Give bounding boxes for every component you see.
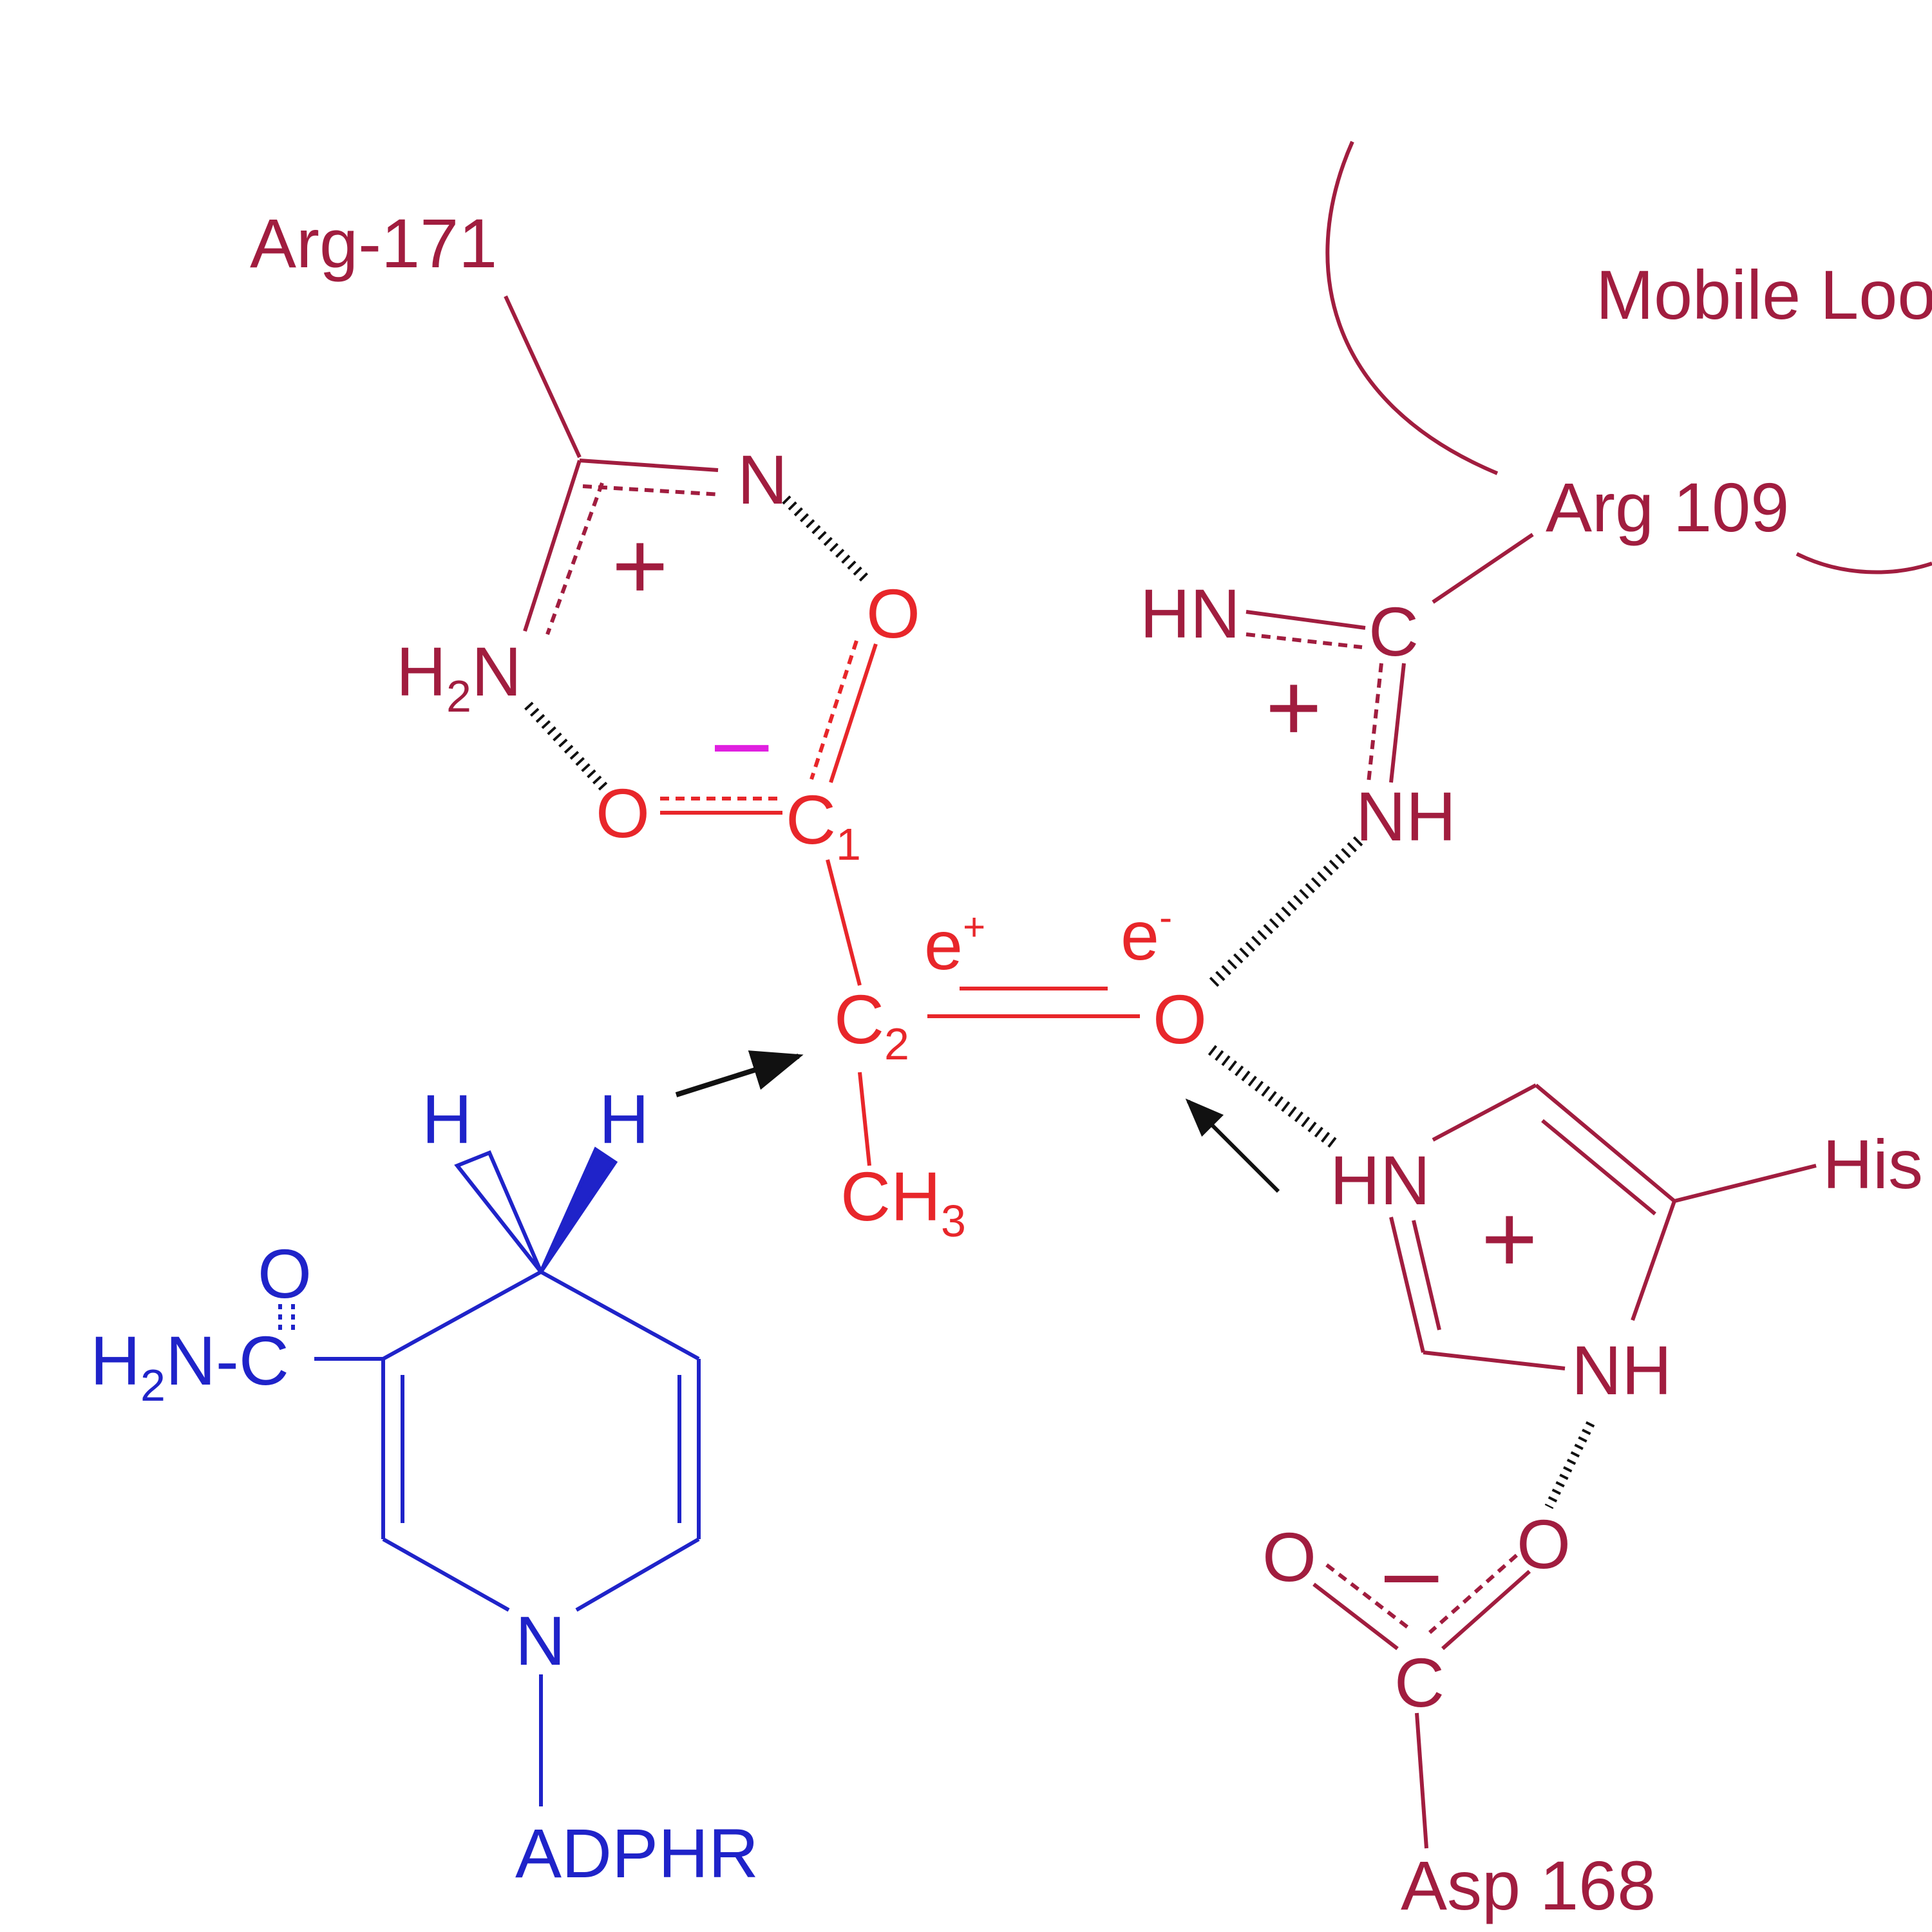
arg109-plus-charge: + [1265, 653, 1322, 761]
asp-o-left-c-partial-bond [1325, 1563, 1412, 1631]
carboxylate-negative-charge: – [715, 685, 769, 793]
hbond-arg171-nh2-to-o [524, 701, 609, 793]
asp-o-left-atom: O [1262, 1518, 1316, 1596]
his-c-nh-bond [1631, 1200, 1676, 1321]
ring-c4-c3-bond [382, 1270, 542, 1361]
mobile-loop-arc-right [1795, 552, 1932, 574]
arg171-group [504, 295, 722, 636]
asp168-label: Asp 168 [1401, 1846, 1656, 1924]
his-nh-atom: NH [1571, 1331, 1672, 1409]
arg109-nh-atom: NH [1356, 777, 1456, 855]
arg109-hn-atom: HN [1140, 574, 1240, 652]
nadh-ring-n-atom: N [515, 1602, 565, 1680]
asp-c-atom: C [1394, 1643, 1444, 1721]
asp-negative-charge: – [1385, 1516, 1439, 1624]
hydride-transfer-arrow [675, 1050, 804, 1097]
c1-o-top-partial-bond [810, 640, 858, 780]
asp-o-left-c-bond [1312, 1582, 1399, 1651]
his-c-hn-bond [1389, 1217, 1425, 1353]
his-ring [1389, 1083, 1817, 1370]
his-label: His [1823, 1125, 1923, 1203]
c1-c2-bond [826, 859, 862, 986]
hbond-arg171-n-to-o [782, 495, 870, 583]
arg109-sidechain-bond [1432, 533, 1534, 604]
hydride-wedge-bond [539, 1146, 618, 1273]
arg109-c-nh-partial-bond [1367, 663, 1383, 783]
substrate-o-top-atom: O [866, 574, 920, 652]
substrate-c2-atom: C2 [834, 980, 909, 1069]
nadh-h-left-atom: H [422, 1080, 472, 1158]
his-c-hn-inner-bond [1412, 1220, 1441, 1331]
asp-o-right-c-bond [1441, 1569, 1531, 1651]
arg171-plus-charge: + [612, 511, 668, 620]
arg171-c-nh2-partial-bond [545, 482, 604, 636]
amide-group: H2N-C [90, 1321, 289, 1410]
arg171-c-n-partial-bond [582, 484, 722, 497]
ring-c6-n-bond [575, 1537, 700, 1612]
his-nh-c-bond [1423, 1350, 1566, 1370]
arg109-hn-c-partial-bond [1245, 632, 1363, 649]
his-sidechain-bond [1674, 1164, 1817, 1203]
asp-o-right-c-partial-bond [1428, 1553, 1518, 1634]
arg171-sidechain-bond [504, 295, 582, 459]
his-hn-atom: HN [1330, 1141, 1430, 1219]
ring-c4-c5-bond [540, 1270, 700, 1361]
his-c-c-inner-bond [1541, 1119, 1656, 1216]
asp-c-sidechain-bond [1415, 1712, 1428, 1849]
substrate-ch3-group: CH3 [840, 1157, 966, 1246]
electron-plus-label: e+ [924, 905, 985, 984]
substrate-o-ketone-atom: O [1153, 980, 1207, 1058]
ring-c2-n-bond [382, 1537, 510, 1612]
nadh-bonds [278, 1146, 701, 1806]
nadh-h-right-atom: H [599, 1080, 649, 1158]
arg109-c-nh-bond [1389, 663, 1406, 783]
proton-transfer-arrow [1185, 1098, 1280, 1193]
arg109-hn-c-bond [1245, 610, 1366, 630]
arg109-c-atom: C [1368, 592, 1419, 670]
his-c-c-bond [1535, 1083, 1676, 1203]
arg171-c-n-bond [579, 459, 719, 472]
c1-o-top-bond [829, 643, 878, 783]
hbond-his-hn-to-ketone-o [1204, 1041, 1337, 1148]
arg109-label: Arg 109 [1546, 468, 1789, 546]
hbond-his-nh-to-asp-o [1544, 1421, 1595, 1510]
arg109-bonds [1245, 533, 1534, 783]
amide-o-atom: O [258, 1235, 312, 1312]
his-hn-c-bond [1432, 1083, 1537, 1142]
arg171-nh2-atom: H2N [396, 632, 522, 721]
arg171-n-atom: N [737, 440, 788, 518]
arg171-label: Arg-171 [250, 204, 497, 282]
his-plus-charge: + [1481, 1184, 1538, 1293]
substrate-bonds [660, 640, 1140, 1166]
asp168-bonds [1312, 1553, 1531, 1849]
adphr-label: ADPHR [515, 1814, 759, 1892]
arg171-c-nh2-bond [523, 460, 582, 632]
asp-o-right-atom: O [1517, 1505, 1571, 1583]
hydrogen-hash-bond [454, 1150, 543, 1273]
mobile-loop-label: Mobile Loo [1596, 256, 1932, 334]
substrate-o-left-atom: O [596, 774, 650, 852]
c2-ch3-bond [858, 1072, 871, 1166]
mobile-loop-arc-left [1325, 140, 1499, 475]
substrate-c1-atom: C1 [786, 781, 861, 869]
hbond-arg109-nh-to-ketone-o [1206, 836, 1363, 990]
electron-minus-label: e- [1121, 896, 1172, 974]
